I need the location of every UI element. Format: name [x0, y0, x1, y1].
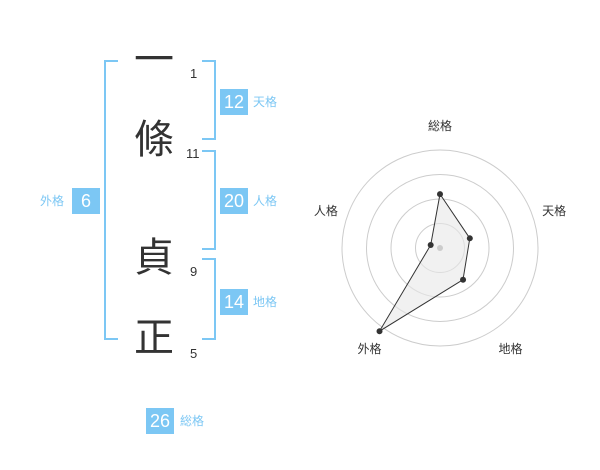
gaikaku-label: 外格	[40, 194, 65, 208]
radar-axis-label: 総格	[428, 118, 452, 133]
stroke-count-3: 9	[190, 264, 198, 279]
tenkaku-value: 12	[220, 89, 248, 115]
gaikaku-value: 6	[72, 188, 100, 214]
radar-axis-label: 天格	[542, 203, 566, 218]
radar-point	[427, 241, 434, 248]
stroke-count-4: 5	[190, 346, 198, 361]
radar-axis-label: 地格	[498, 341, 522, 356]
tenkaku-bracket	[202, 60, 216, 140]
radar-axis-label: 外格	[357, 341, 381, 356]
radar-point	[437, 191, 443, 198]
stroke-count-1: 1	[190, 66, 198, 81]
soukaku-label: 総格	[180, 414, 205, 428]
jinkaku-label: 人格	[253, 194, 278, 208]
chikaku-value: 14	[220, 289, 248, 315]
radar-axis-label: 人格	[314, 203, 338, 218]
soukaku-value: 26	[146, 408, 174, 434]
gaikaku-bracket	[104, 60, 118, 340]
radar-point	[376, 328, 383, 335]
jinkaku-value: 20	[220, 188, 248, 214]
name-char-2: 條	[134, 117, 174, 163]
chikaku-bracket	[202, 258, 216, 340]
name-char-1: 一	[134, 37, 174, 83]
radar-ring	[341, 149, 539, 347]
stroke-count-2: 11	[186, 146, 200, 161]
tenkaku-label: 天格	[253, 95, 278, 109]
radar-point	[466, 235, 473, 242]
radar-point	[460, 276, 467, 283]
radar-polygon	[379, 192, 471, 332]
radar-ring	[366, 174, 514, 322]
radar-center-dot	[437, 245, 443, 251]
jinkaku-bracket	[202, 150, 216, 250]
name-char-4: 正	[134, 315, 174, 361]
chikaku-label: 地格	[253, 295, 278, 309]
name-char-3: 貞	[134, 235, 174, 281]
